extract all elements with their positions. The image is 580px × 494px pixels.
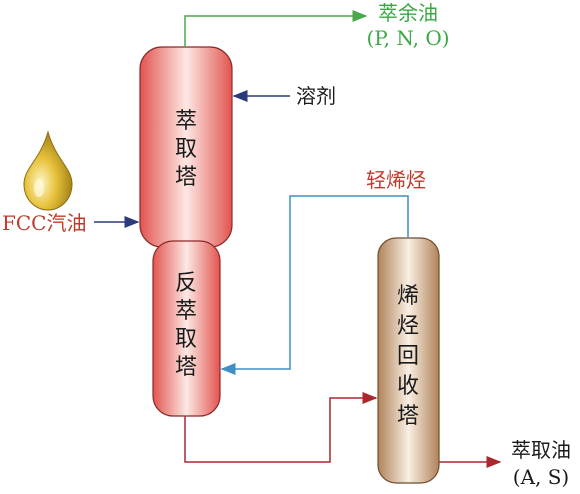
raffinate-components: (P, N, O)	[366, 26, 449, 50]
tower-label-char: 反	[175, 271, 197, 296]
olefin-recovery-tower-label: 烯 烃 回 收 塔	[397, 284, 419, 429]
extract-oil-components: (A, S)	[513, 465, 569, 489]
feed-label: FCC汽油	[2, 211, 86, 235]
tower-label-char: 烃	[397, 314, 419, 339]
tower-label-char: 萃	[175, 109, 197, 134]
tower-label-char: 萃	[175, 299, 197, 324]
back-extraction-tower	[152, 240, 221, 417]
tower-label-char: 取	[175, 137, 197, 162]
light-olefins-label: 轻烯烃	[366, 168, 426, 192]
tower-label-char: 塔	[175, 165, 197, 190]
oil-drop-icon	[23, 130, 73, 211]
light-olefin-recycle-line	[220, 195, 409, 375]
raffinate-line	[184, 10, 368, 47]
tower-label-char: 回	[397, 344, 419, 369]
back-extract-to-recovery-line	[184, 392, 378, 463]
tower-label-char: 收	[397, 374, 419, 399]
tower-label-char: 塔	[175, 355, 197, 380]
extraction-tower-label: 萃 取 塔	[175, 109, 197, 190]
tower-label-char: 塔	[397, 404, 419, 429]
extract-oil-label: 萃取油	[511, 438, 571, 462]
tower-label-char: 烯	[397, 284, 419, 309]
back-extraction-tower-label: 反 萃 取 塔	[175, 271, 197, 380]
raffinate-label: 萃余油	[378, 1, 438, 25]
tower-label-char: 取	[175, 327, 197, 352]
solvent-label: 溶剂	[296, 84, 336, 108]
